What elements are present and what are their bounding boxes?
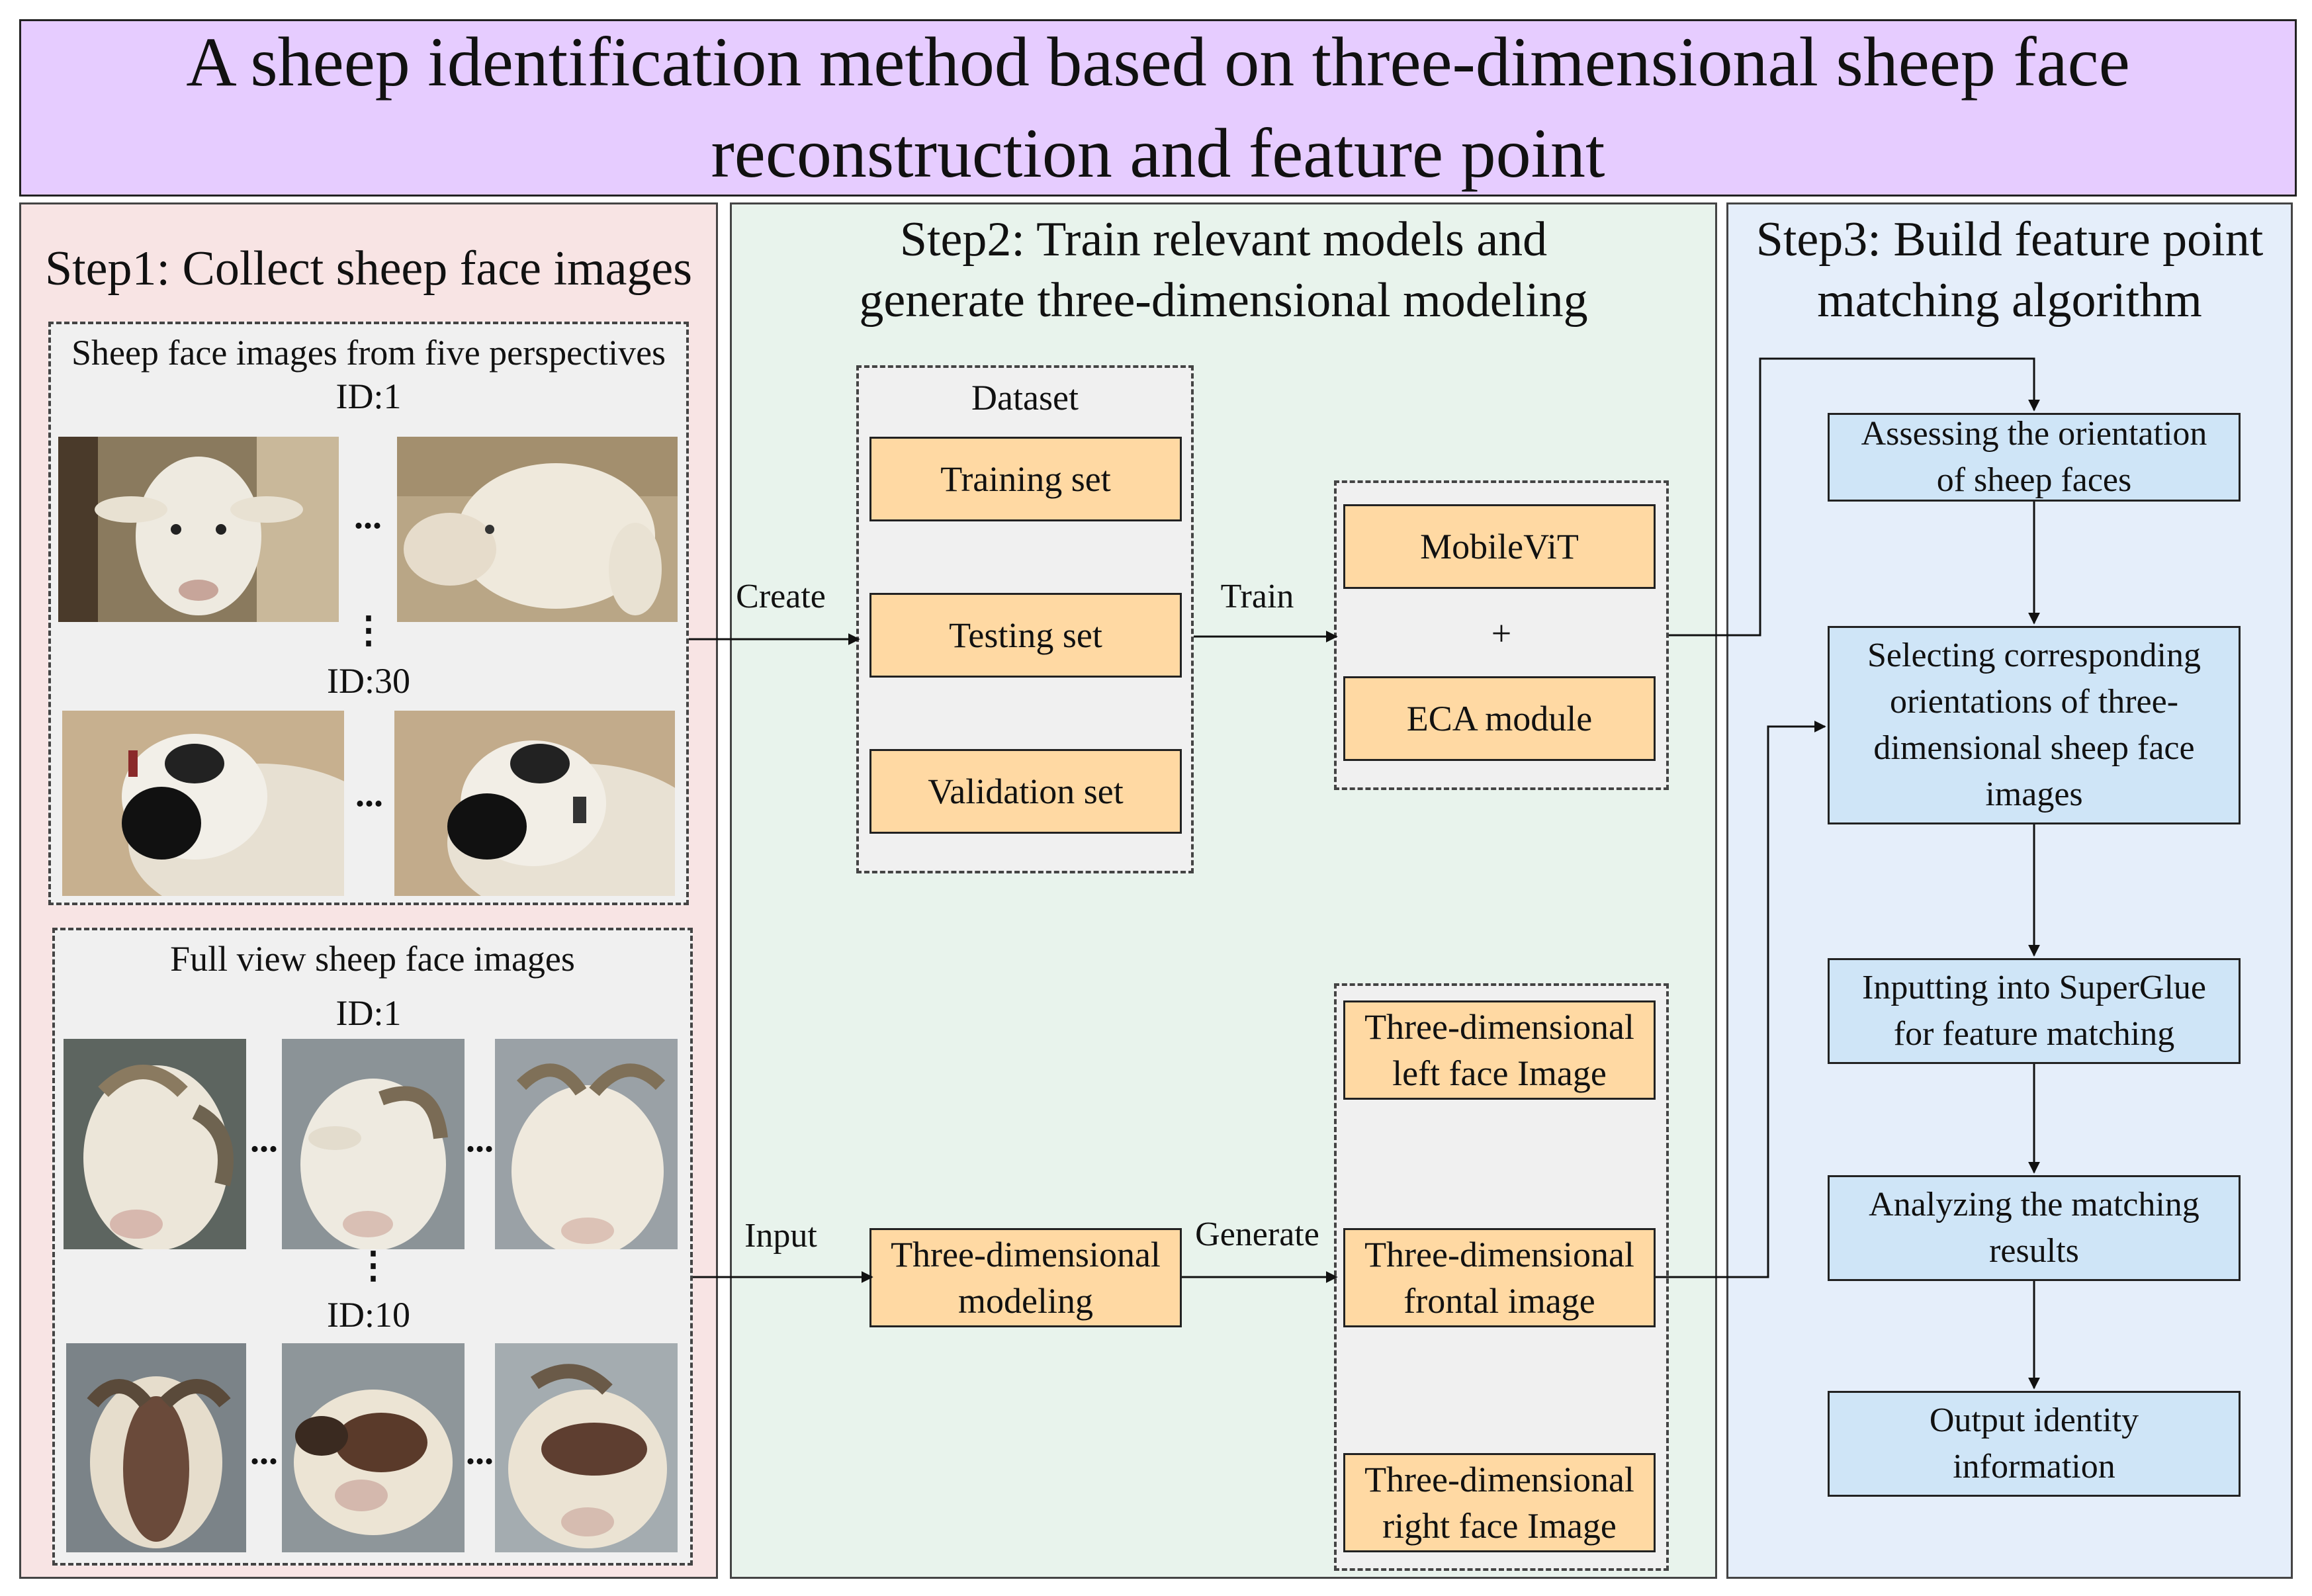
full-view-id-first: ID:1 (335, 993, 402, 1033)
full-ellipsis-1a: ... (250, 1119, 278, 1160)
assess-line1: Assessing the orientation (1861, 415, 2207, 453)
sheep-photo-id1-side (397, 437, 678, 622)
vellipsis-row1: ⋮ (350, 610, 387, 651)
edge-label-create: Create (736, 578, 826, 615)
edge-label-train: Train (1220, 578, 1294, 615)
eca-module-box: ECA module (1343, 676, 1656, 761)
step1-title: Step1: Collect sheep face images (44, 242, 693, 296)
left-face-box: Three-dimensional left face Image (1343, 1000, 1656, 1100)
right-face-line2: right face Image (1382, 1506, 1617, 1546)
sheep-photo-full-id1-c (495, 1039, 678, 1249)
select-line1: Selecting corresponding (1867, 637, 2201, 674)
full-ellipsis-2a: ... (250, 1431, 278, 1472)
edge-label-input: Input (744, 1217, 817, 1255)
output-line2: information (1953, 1448, 2115, 1485)
full-ellipsis-2b: ... (466, 1431, 494, 1472)
dataset-label: Dataset (971, 378, 1079, 418)
left-face-line2: left face Image (1392, 1053, 1607, 1093)
sheep-photo-id30-left (62, 711, 344, 896)
superglue-box: Inputting into SuperGlue for feature mat… (1828, 958, 2241, 1064)
five-perspectives-caption: Sheep face images from five perspectives (71, 333, 666, 373)
output-line1: Output identity (1929, 1401, 2139, 1439)
three-d-modeling-line2: modeling (958, 1281, 1093, 1321)
left-face-line1: Three-dimensional (1364, 1007, 1634, 1047)
validation-set-label: Validation set (928, 772, 1124, 811)
validation-set-box: Validation set (869, 749, 1182, 834)
full-ellipsis-1b: ... (466, 1119, 494, 1160)
diagram-title-text: A sheep identification method based on t… (186, 23, 2130, 192)
select-line2: orientations of three- (1889, 683, 2179, 721)
frontal-line2: frontal image (1403, 1281, 1595, 1321)
eca-module-label: ECA module (1406, 699, 1593, 738)
id-label-first: ID:1 (335, 377, 402, 416)
analyze-results-box: Analyzing the matching results (1828, 1175, 2241, 1281)
training-set-label: Training set (940, 459, 1111, 499)
sheep-photo-full-id1-b (282, 1039, 465, 1249)
sheep-photo-full-id10-b (282, 1343, 465, 1552)
mobilevit-box: MobileViT (1343, 504, 1656, 589)
step2-title-line2: generate three-dimensional modeling (859, 273, 1588, 328)
id-label-last: ID:30 (327, 661, 410, 701)
superglue-line1: Inputting into SuperGlue (1862, 969, 2206, 1006)
sheep-photo-full-id10-a (66, 1343, 246, 1552)
ellipsis-row1: ... (354, 496, 382, 537)
sheep-photo-id1-front (58, 437, 339, 622)
analyze-line1: Analyzing the matching (1869, 1186, 2200, 1223)
mobilevit-label: MobileViT (1420, 527, 1579, 566)
frontal-box: Three-dimensional frontal image (1343, 1228, 1656, 1327)
analyze-line2: results (1989, 1232, 2079, 1270)
select-line3: dimensional sheep face (1873, 729, 2195, 767)
assess-line2: of sheep faces (1936, 461, 2132, 499)
step2-title-line1: Step2: Train relevant models and (899, 212, 1548, 267)
testing-set-box: Testing set (869, 593, 1182, 678)
output-identity-box: Output identity information (1828, 1391, 2241, 1497)
ellipsis-row2: ... (355, 774, 383, 815)
three-d-modeling-line1: Three-dimensional (891, 1235, 1161, 1274)
right-face-box: Three-dimensional right face Image (1343, 1453, 1656, 1552)
testing-set-label: Testing set (949, 615, 1102, 655)
select-line4: images (1985, 776, 2083, 813)
three-d-modeling-box: Three-dimensional modeling (869, 1228, 1182, 1327)
select-orientations-box: Selecting corresponding orientations of … (1828, 626, 2241, 824)
full-vellipsis: ⋮ (355, 1245, 392, 1286)
step3-title-line1: Step3: Build feature point (1756, 212, 2264, 267)
sheep-photo-full-id1-a (64, 1039, 246, 1249)
frontal-line1: Three-dimensional (1364, 1235, 1634, 1274)
right-face-line1: Three-dimensional (1364, 1460, 1634, 1499)
edge-label-generate: Generate (1195, 1216, 1319, 1253)
full-view-caption: Full view sheep face images (170, 939, 575, 979)
assess-orientation-box: Assessing the orientation of sheep faces (1828, 413, 2241, 502)
step3-panel (1726, 202, 2293, 1579)
superglue-line2: for feature matching (1893, 1015, 2175, 1053)
sheep-photo-full-id10-c (495, 1343, 678, 1552)
diagram-title: A sheep identification method based on t… (19, 19, 2297, 197)
sheep-photo-id30-right (394, 711, 675, 896)
training-set-box: Training set (869, 437, 1182, 521)
step3-title-line2: matching algorithm (1817, 273, 2202, 328)
full-view-id-last: ID:10 (327, 1295, 410, 1335)
plus-sign: + (1491, 613, 1512, 653)
